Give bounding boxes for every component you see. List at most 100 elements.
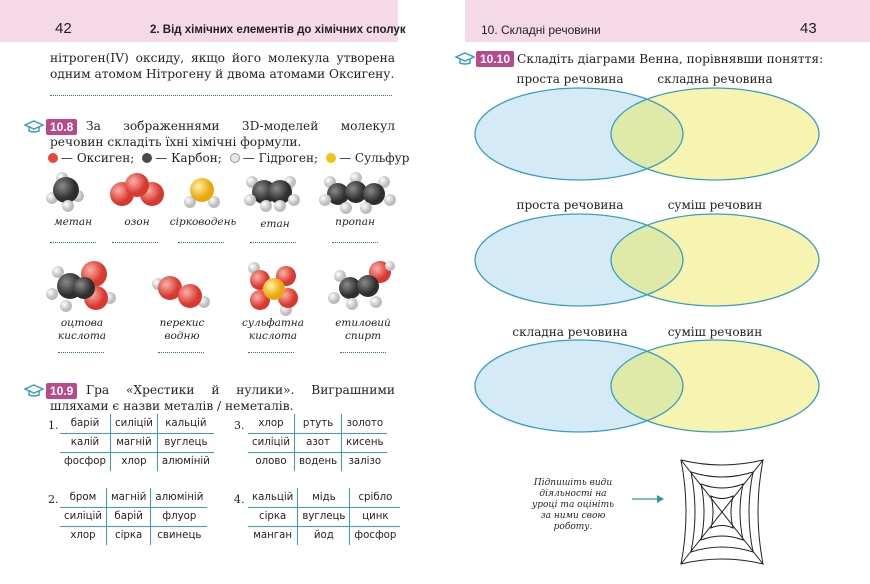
left-page-number: 42	[55, 20, 72, 37]
legend-hydrogen: — Гідроген;	[242, 151, 319, 165]
grid-cell[interactable]: фосфор	[349, 525, 401, 545]
grid-cell[interactable]: барій	[105, 506, 151, 526]
grid-cell[interactable]: кисень	[341, 432, 388, 452]
hydrogen-sulfide-model	[184, 178, 220, 208]
venn-diagram-3	[474, 339, 820, 433]
propane-model	[319, 172, 396, 214]
venn-2-left-label: проста речовина	[516, 198, 624, 212]
grid-cell[interactable]: вуглець	[297, 506, 350, 526]
caption-ethanol: етиловий спирт	[335, 317, 391, 342]
right-page-number: 43	[800, 20, 817, 37]
ethanol-model	[328, 261, 395, 310]
grid-cell[interactable]: сірка	[248, 506, 298, 526]
grid-cell[interactable]: азот	[293, 432, 342, 452]
caption-hydrogen-sulfide: сірководень	[169, 216, 237, 228]
answer-line	[158, 352, 204, 353]
grid-3-number: 3.	[234, 419, 245, 432]
grid-cell[interactable]: вуглець	[156, 432, 214, 452]
caption-ethane: етан	[260, 218, 290, 230]
ethane-model	[244, 176, 300, 212]
caption-sulfuric-acid: сульфатна кислота	[242, 317, 304, 342]
sulfur-ball-icon	[326, 153, 337, 163]
answer-line	[50, 242, 96, 243]
reflection-text: Підпишіть види діяльності на уроці та оц…	[532, 478, 614, 532]
grid-cell[interactable]: силіцій	[248, 432, 295, 452]
spiderweb-rating-icon[interactable]	[677, 456, 767, 568]
caption-propane: пропан	[335, 216, 375, 228]
exercise-10-10-text: Складіть діаграми Венна, порівнявши поня…	[517, 52, 824, 66]
venn-overlap	[611, 340, 683, 432]
grid-cell[interactable]: хлор	[60, 525, 107, 545]
legend-carbon: — Карбон;	[155, 151, 222, 165]
grid-cell[interactable]: силіцій	[109, 414, 158, 433]
right-page-header	[465, 0, 870, 42]
caption-methane: метан	[53, 216, 93, 228]
venn-3-left-label: складна речовина	[512, 325, 628, 339]
intro-text: нітроген(IV) оксиду, якщо його молекула …	[50, 51, 395, 81]
answer-line	[58, 352, 104, 353]
acetic-acid-model	[46, 261, 116, 312]
venn-1-left-label: проста речовина	[516, 72, 624, 86]
grid-cell[interactable]: водень	[293, 451, 342, 471]
grid-cell[interactable]: бром	[69, 491, 97, 503]
legend-sulfur: — Сульфур	[339, 151, 410, 165]
grid-cell[interactable]: флуор	[150, 506, 208, 526]
grid-cell[interactable]: кальцій	[252, 491, 294, 503]
grid-cell[interactable]: фосфор	[60, 451, 111, 471]
venn-overlap	[611, 88, 683, 180]
caption-acetic-acid: оцтова кислота	[57, 317, 107, 342]
grid-cell[interactable]: мідь	[297, 488, 350, 507]
grid-cell[interactable]: магній	[105, 488, 151, 507]
grid-cell[interactable]: золото	[341, 414, 388, 433]
legend-oxygen: — Оксиген;	[61, 151, 135, 165]
grid-cell[interactable]: йод	[297, 525, 350, 545]
grid-1-number: 1.	[48, 419, 59, 432]
grid-cell[interactable]: сірка	[105, 525, 151, 545]
caption-ozone: озон	[124, 216, 150, 228]
right-page: 10. Складні речовини 43 10.10 Складіть д…	[455, 0, 870, 584]
grid-cell[interactable]: магній	[109, 432, 158, 452]
methane-model	[46, 172, 84, 212]
left-page: 42 2. Від хімічних елементів до хімічних…	[0, 0, 420, 584]
grid-cell[interactable]: калій	[60, 432, 111, 452]
carbon-ball-icon	[142, 153, 153, 163]
grid-cell[interactable]: алюміній	[150, 488, 208, 507]
grid-cell[interactable]: силіцій	[60, 506, 107, 526]
grid-cell[interactable]: срібло	[349, 488, 401, 507]
venn-2-right-label: суміш речовин	[667, 198, 763, 212]
exercise-10-8-text: За зображеннями 3D-моделей молекул речов…	[50, 119, 395, 149]
grid-cell[interactable]: ртуть	[293, 414, 342, 433]
graduation-cap-icon	[455, 52, 475, 65]
grid-cell[interactable]: манган	[248, 525, 298, 545]
left-page-header	[0, 0, 398, 42]
grid-cell[interactable]: кальцій	[156, 414, 214, 433]
grid-cell[interactable]: хлор	[109, 451, 158, 471]
graduation-cap-icon	[24, 384, 44, 397]
venn-diagram-2	[474, 213, 820, 307]
grid-cell[interactable]: цинк	[349, 506, 401, 526]
venn-1-right-label: складна речовина	[657, 72, 773, 86]
answer-line	[340, 352, 386, 353]
element-legend: — Оксиген; — Карбон; — Гідроген; — Сульф…	[48, 151, 409, 165]
hydrogen-ball-icon	[229, 153, 240, 163]
grid-cell[interactable]: залізо	[341, 451, 388, 471]
hydrogen-peroxide-model	[152, 276, 210, 308]
answer-line	[50, 95, 392, 96]
grid-2-number: 2.	[48, 493, 59, 506]
graduation-cap-icon	[24, 120, 44, 133]
grid-cell[interactable]: свинець	[150, 525, 208, 545]
ozone-model	[110, 173, 164, 206]
answer-line	[248, 352, 294, 353]
page-gutter	[420, 0, 455, 584]
grid-cell[interactable]: барій	[70, 417, 100, 429]
venn-diagram-1	[474, 87, 820, 181]
grid-cell[interactable]: хлор	[258, 417, 284, 429]
answer-line	[112, 242, 158, 243]
grid-cell[interactable]: олово	[248, 451, 295, 471]
grid-cell[interactable]: алюміній	[156, 451, 214, 471]
exercise-10-9-badge: 10.9	[46, 383, 78, 399]
